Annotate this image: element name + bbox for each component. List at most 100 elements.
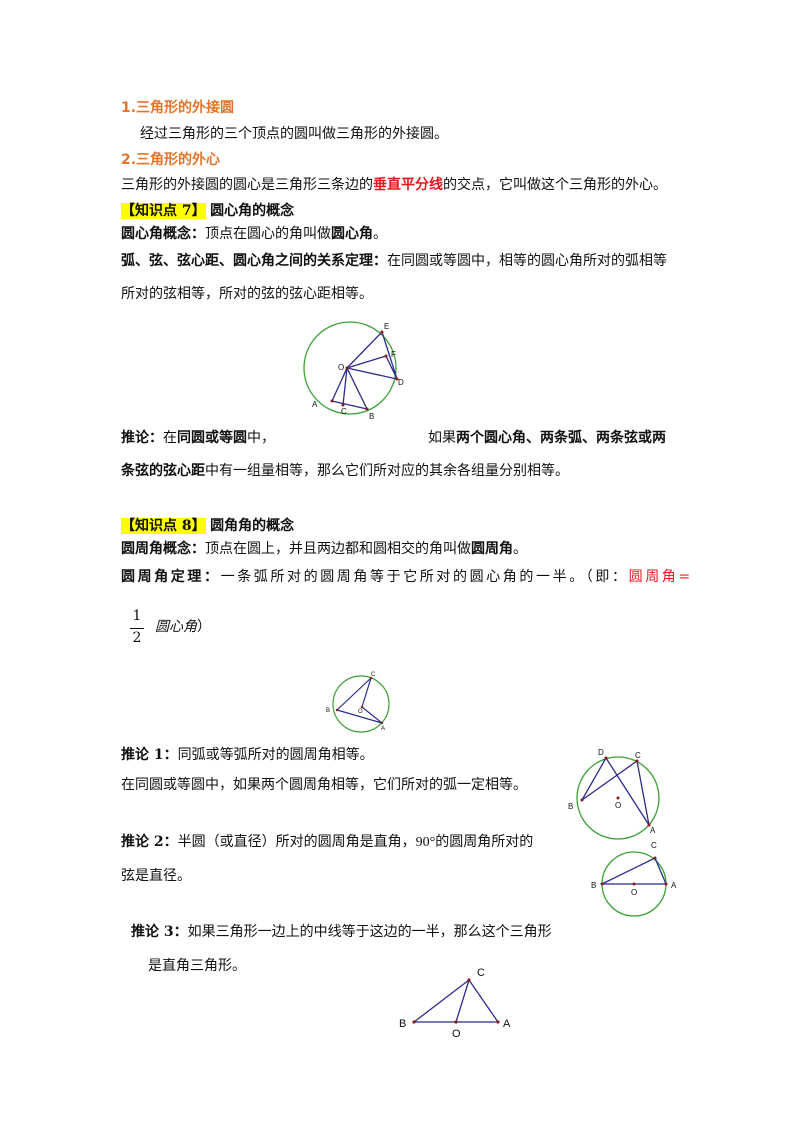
cor-label: 推论：	[121, 430, 163, 446]
point-B	[335, 708, 339, 712]
segment-BC	[601, 857, 656, 885]
point-A	[664, 882, 668, 886]
segment-AB	[331, 400, 368, 410]
segment-DA	[605, 757, 650, 826]
label-A: A	[381, 726, 385, 732]
corollary-line-1b: 如果两个圆心角、两条弧、两条弦或两	[428, 428, 666, 448]
point-O	[454, 1020, 458, 1024]
point-C	[369, 676, 373, 680]
segment-CB	[581, 760, 638, 801]
def-label: 圆周角概念：	[121, 541, 205, 557]
corollary-line-2: 条弦的弦心距中有一组量相等，那么它们所对应的其余各组量分别相等。	[121, 461, 569, 481]
def-end: 。	[373, 226, 387, 242]
label-B: B	[399, 1018, 406, 1030]
point-O	[345, 366, 349, 370]
cor2-text: 半圆（或直径）所对的圆周角是直角，	[177, 834, 416, 850]
def-end: 。	[513, 541, 527, 557]
knowledge-tag: 【知识点 7】	[121, 203, 206, 219]
circle	[576, 756, 660, 840]
label-O: O	[631, 888, 637, 897]
cor1-text: 同弧或等弧所对的圆周角相等。	[177, 747, 374, 763]
label-O: O	[452, 1028, 461, 1040]
def-text: 顶点在圆上，并且两边都和圆相交的角叫做	[205, 541, 471, 557]
segment-FD	[385, 355, 398, 380]
label-C: C	[341, 407, 347, 416]
fraction-numerator: 1	[132, 608, 142, 624]
cor3-text: 如果三角形一边上的中线等于这边的一半，那么这个三角形	[187, 924, 552, 940]
knowledge-title: 圆角角的概念	[210, 518, 295, 534]
segment-OC	[342, 367, 348, 406]
same-arc-figure: D C B O A	[568, 748, 660, 840]
cor2-num: 90°	[415, 835, 436, 850]
red-keyword: 垂直平分线	[373, 177, 443, 193]
segment-CA	[468, 979, 499, 1023]
segment-OA	[331, 367, 348, 402]
knowledge-tag: 【知识点 8】	[121, 518, 206, 534]
point-A	[380, 721, 384, 725]
label-B: B	[568, 802, 573, 811]
section-title-1: 1.三角形的外接圆	[121, 100, 235, 116]
label-C: C	[371, 672, 376, 678]
thm-label: 圆周角定理：	[121, 569, 221, 585]
point-C	[467, 978, 471, 982]
label-B: B	[326, 708, 330, 714]
label-O: O	[358, 709, 363, 715]
point-F	[384, 354, 388, 358]
semicircle-figure: C B O A	[591, 841, 677, 917]
label-A: A	[503, 1018, 511, 1030]
label-B: B	[369, 412, 374, 421]
cor-bold: 两个圆心角、两条弧、两条弦或两	[456, 430, 666, 446]
label-B: B	[591, 881, 596, 890]
frac-tail-text: 圆心角	[155, 619, 197, 635]
label-A: A	[312, 400, 318, 409]
central-angle-figure: E F O D A C B	[303, 321, 404, 421]
segment-CO	[361, 677, 372, 708]
corollary-3: 推论 3：如果三角形一边上的中线等于这边的一半，那么这个三角形	[131, 922, 552, 942]
cor3-label: 推论 3：	[131, 924, 188, 940]
corollary-1: 推论 1：同弧或等弧所对的圆周角相等。	[121, 745, 374, 765]
corollary-3-line-2: 是直角三角形。	[148, 958, 246, 974]
segment-CO	[455, 979, 470, 1023]
fraction-bar	[130, 628, 144, 629]
segment-OF	[346, 355, 387, 369]
def-bold: 圆心角	[331, 226, 373, 242]
label-E: E	[384, 322, 389, 331]
point-E	[380, 330, 384, 334]
def-text: 顶点在圆心的角叫做	[205, 226, 331, 242]
segment-BA	[336, 709, 383, 724]
point-A	[496, 1020, 500, 1024]
theorem-line-1: 弧、弦、弦心距、圆心角之间的关系定理：在同圆或等圆中，相等的圆心角所对的弧相等	[121, 251, 667, 271]
corollary-line-1a: 推论：在同圆或等圆中，	[121, 428, 275, 448]
point-B	[412, 1020, 416, 1024]
def-bold: 圆周角	[471, 541, 513, 557]
thm-red: 圆周角=	[628, 569, 693, 585]
segment-OB	[346, 367, 368, 410]
label-C: C	[477, 967, 485, 979]
point-C	[341, 403, 345, 407]
label-F: F	[391, 350, 396, 359]
thm-label: 弧、弦、弦心距、圆心角之间的关系定理：	[121, 253, 387, 269]
inscribed-angle-definition: 圆周角概念：顶点在圆上，并且两边都和圆相交的角叫做圆周角。	[121, 539, 527, 559]
point-C	[635, 759, 639, 763]
cor-text: 在	[163, 430, 177, 446]
right-triangle-figure: C B O A	[399, 967, 511, 1040]
frac-close: ）	[197, 619, 211, 635]
cor2-label: 推论 2：	[121, 834, 178, 850]
def-label: 圆心角概念：	[121, 226, 205, 242]
inscribed-angle-theorem: 圆周角定理：一条弧所对的圆周角等于它所对的圆心角的一半。（即：圆周角=	[121, 567, 693, 587]
point-B	[600, 882, 604, 886]
label-D: D	[598, 748, 604, 757]
knowledge-7-heading: 【知识点 7】 圆心角的概念	[121, 201, 294, 221]
cor1-label: 推论 1：	[121, 747, 178, 763]
fraction-tail: 圆心角）	[155, 617, 211, 637]
label-C: C	[635, 751, 641, 760]
theorem-line-2: 所对的弦相等，所对的弦的弦心距相等。	[121, 286, 373, 302]
point-C	[653, 856, 657, 860]
label-D: D	[398, 378, 404, 387]
point-O	[632, 882, 636, 886]
point-O	[616, 796, 620, 800]
central-angle-definition: 圆心角概念：顶点在圆心的角叫做圆心角。	[121, 224, 387, 244]
segment-CA	[654, 857, 667, 885]
corollary-2: 推论 2：半圆（或直径）所对的圆周角是直角，90°的圆周角所对的	[121, 832, 533, 853]
corollary-2-line-2: 弦是直径。	[121, 868, 191, 884]
